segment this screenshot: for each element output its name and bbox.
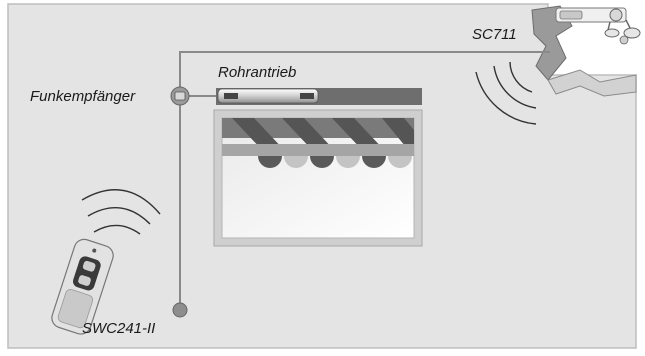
awning-fabric	[222, 118, 414, 156]
remote-radio-waves	[81, 189, 161, 235]
sensor-radio-waves	[475, 61, 537, 125]
sc711-sensor	[555, 7, 641, 45]
radio-receiver	[170, 86, 190, 106]
awning-valance	[258, 156, 412, 168]
label-sc711: SC711	[472, 26, 517, 43]
label-swc241-ii: SWC241-II	[82, 320, 156, 337]
label-rohrantrieb: Rohrantrieb	[218, 64, 297, 81]
remote-control	[51, 238, 114, 335]
wire-terminal	[172, 302, 188, 318]
label-funkempfaenger: Funkempfänger	[30, 88, 136, 105]
tube-motor	[216, 88, 422, 105]
